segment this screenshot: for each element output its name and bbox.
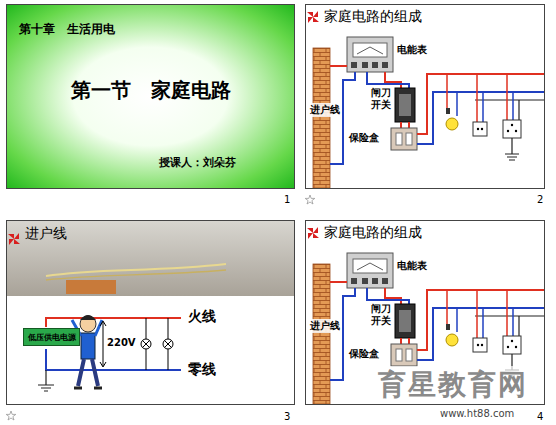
slide-frame: 家庭电路的组成 — [305, 4, 545, 189]
box-label: 低压供电电源 — [28, 332, 76, 343]
wire-label: 零线 — [188, 361, 216, 379]
chapter-heading: 第十章 生活用电 — [19, 21, 115, 38]
slide-number: 2 — [537, 194, 543, 205]
slide-frame: 第十章 生活用电第一节 家庭电路授课人：刘朵芬 — [6, 4, 295, 189]
slide-frame: 进户线低压供电电源 — [6, 220, 295, 405]
wire-label: 火线 — [188, 308, 216, 326]
title-icon — [8, 233, 20, 245]
title-icon — [307, 11, 319, 23]
live-neutral-drawing — [6, 220, 295, 391]
circuit-drawing — [313, 253, 545, 404]
slide-title: 进户线 — [25, 225, 67, 243]
part-label: 闸刀开关 — [371, 87, 393, 110]
title-icon — [307, 227, 319, 239]
part-label: 保险盒 — [349, 131, 379, 145]
part-label: 电能表 — [397, 43, 427, 57]
star-icon — [6, 411, 16, 420]
slide-number: 3 — [284, 411, 290, 422]
part-label: 闸刀开关 — [371, 303, 393, 326]
part-label: 进户线 — [309, 319, 341, 333]
slide-number: 1 — [284, 194, 290, 205]
part-label: 进户线 — [309, 103, 341, 117]
star-icon — [305, 195, 315, 204]
voltage-label: 220V — [107, 337, 136, 348]
slide-title: 家庭电路的组成 — [324, 8, 422, 26]
part-label: 保险盒 — [349, 347, 379, 361]
section-title: 第一节 家庭电路 — [7, 77, 294, 104]
watermark: 育星教育网 — [378, 366, 528, 404]
part-label: 电能表 — [397, 259, 427, 273]
slide-title: 家庭电路的组成 — [324, 224, 422, 242]
slide-number: 4 — [537, 411, 543, 422]
lecturer-name: 授课人：刘朵芬 — [159, 155, 236, 170]
watermark-url: www.ht88.com — [440, 408, 514, 419]
circuit-drawing — [313, 37, 545, 188]
power-source-box: 低压供电电源 — [23, 328, 80, 346]
